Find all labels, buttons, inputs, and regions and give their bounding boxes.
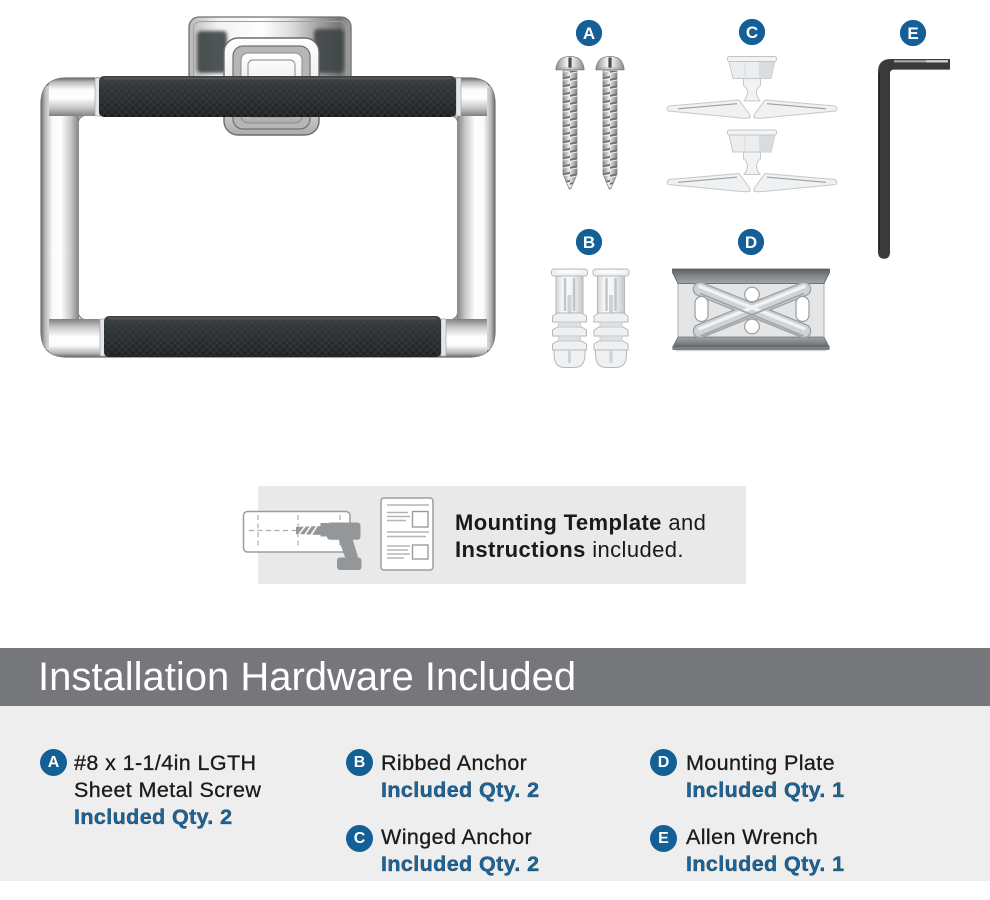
svg-text:A: A bbox=[583, 24, 595, 43]
svg-text:D: D bbox=[745, 233, 757, 252]
svg-text:E: E bbox=[907, 24, 918, 43]
svg-text:C: C bbox=[746, 23, 758, 42]
svg-text:B: B bbox=[583, 233, 595, 252]
